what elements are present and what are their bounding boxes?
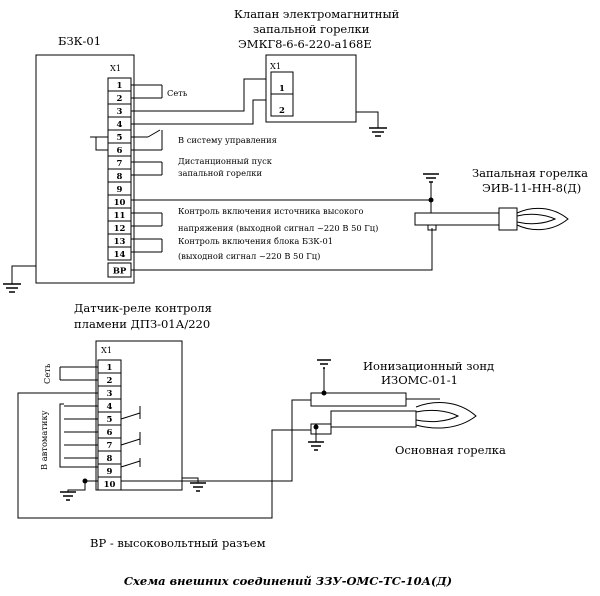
valve-wire-1	[131, 78, 266, 112]
legend-note: ВР - высоковольтный разъем	[90, 536, 266, 550]
main-burner-label: Основная горелка	[395, 443, 506, 457]
valve-title-1: Клапан электромагнитный	[234, 7, 400, 21]
igniter-hv-terminal	[427, 224, 437, 231]
bzk-pin-label: 9	[117, 185, 123, 195]
sensor-auto-wires	[64, 405, 98, 468]
bzk-title: БЗК-01	[58, 34, 101, 48]
net-wires	[131, 84, 163, 99]
sensor-net-wires	[59, 366, 98, 381]
sensor-ground-symbol-left	[60, 481, 86, 501]
probe-ground-symbol	[317, 359, 331, 393]
bzk-pin-label: 1	[117, 81, 123, 91]
control-wires	[131, 129, 162, 151]
igniter-title-1: Запальная горелка	[472, 166, 588, 180]
sensor-terminal-10	[97, 476, 122, 491]
bzk-connector-label: X1	[110, 63, 121, 73]
hv-label-1: Контроль включения источника высокого	[178, 206, 363, 216]
sensor-connector-label: X1	[101, 345, 112, 355]
main-flame-outer	[415, 402, 477, 429]
sensor-pin-label: 5	[107, 415, 113, 425]
bzk-pin-label: 10	[114, 198, 126, 208]
sensor-title-1: Датчик-реле контроля	[74, 301, 212, 315]
probe-title-1: Ионизационный зонд	[363, 359, 494, 373]
hv-label-2: напряжения (выходной сигнал ~220 В 50 Гц…	[178, 223, 378, 233]
bzk-housing	[35, 54, 135, 284]
sensor-probe-wire	[121, 399, 311, 482]
bzk-ground-symbol	[3, 265, 36, 293]
igniter-flame-outer	[516, 207, 569, 231]
main-flame-inner	[415, 409, 460, 423]
sensor-auto-label: В автоматику	[39, 410, 49, 470]
net-label: Сеть	[167, 88, 188, 98]
igniter-title-2: ЭИВ-11-НН-8(Д)	[482, 181, 581, 195]
igniter-body	[414, 212, 500, 226]
sensor-title-2: пламени ДПЗ-01А/220	[74, 317, 210, 331]
sensor-pin-label: 1	[107, 363, 113, 373]
valve-terminal-2	[270, 93, 294, 117]
bzk-bp-label: ВР	[113, 267, 127, 277]
bzk-terminal-14	[107, 246, 132, 261]
igniter-nozzle	[498, 207, 518, 231]
bzk-pin-label: 6	[117, 146, 123, 156]
main-burner-ground-symbol	[308, 424, 324, 451]
hv-cable	[131, 228, 433, 271]
sensor-auto-bracket	[59, 403, 64, 468]
valve-ground-symbol	[356, 111, 387, 137]
sensor-pin-label: 4	[107, 402, 113, 412]
igniter-ground-symbol	[423, 173, 439, 200]
sensor-pin-label: 9	[107, 467, 113, 477]
sensor-pin-label: 7	[107, 441, 113, 451]
sensor-terminal-strip: 1 2 3 4 5 6 7 8 9 10	[97, 359, 122, 491]
diagram-caption: Схема внешних соединений ЗЗУ-ОМС-ТС-10А(…	[124, 574, 452, 588]
bzk-pin-label: 8	[117, 172, 123, 182]
igniter-flame-inner	[516, 213, 557, 225]
valve-connector-label: X1	[270, 61, 281, 71]
valve-wire-2	[131, 99, 266, 125]
sensor-housing	[95, 340, 183, 491]
sensor-pin-label: 2	[107, 376, 113, 386]
sensor-pin-label: 6	[107, 428, 113, 438]
remote-wires	[131, 161, 163, 176]
hv-wires	[131, 212, 163, 227]
blk-label-2: (выходной сигнал ~220 В 50 Гц)	[178, 251, 320, 261]
bzk-pin-label: 3	[117, 107, 123, 117]
valve-pin-label: 1	[279, 84, 285, 94]
sensor-relay-contact-3	[120, 458, 141, 468]
valve-pin-label: 2	[279, 106, 285, 116]
valve-housing	[265, 54, 357, 123]
main-burner-inlet	[310, 423, 332, 435]
bzk-pin-label: 12	[114, 224, 126, 234]
sensor-relay-contact-1	[120, 406, 141, 420]
bzk-pin-label: 13	[114, 237, 126, 247]
bzk-pin-label: 5	[117, 133, 123, 143]
bzk-pin-label: 14	[114, 250, 126, 260]
sensor-ground-symbol-right	[182, 477, 206, 492]
sensor-pin-label: 3	[107, 389, 113, 399]
sensor-pin3-loop	[17, 392, 311, 519]
valve-title-3: ЭМКГ8-6-6-220-а168Е	[238, 37, 372, 51]
bzk-pin-label: 4	[117, 120, 123, 130]
blk-wires	[131, 238, 163, 253]
blk-label-1: Контроль включения блока БЗК-01	[178, 236, 333, 246]
remote-label-1: Дистанционный пуск	[178, 156, 273, 166]
bzk-pin-label: 11	[114, 211, 126, 221]
pin6-relay-link	[95, 137, 108, 151]
sensor-pin-label: 10	[104, 480, 116, 490]
sensor-net-label: Сеть	[42, 363, 52, 384]
bzk-pin-label: 7	[117, 159, 123, 169]
valve-title-2: запальной горелки	[253, 22, 370, 36]
sensor-relay-contact-2	[120, 432, 141, 446]
valve-terminal-strip: 12	[270, 71, 294, 117]
bzk-pin-label: 2	[117, 94, 123, 104]
main-burner-body	[330, 410, 417, 428]
control-label: В систему управления	[178, 135, 277, 145]
remote-label-2: запальной горелки	[178, 168, 262, 178]
probe-title-2: ИЗОМС-01-1	[381, 373, 458, 387]
sensor-pin-label: 8	[107, 454, 113, 464]
